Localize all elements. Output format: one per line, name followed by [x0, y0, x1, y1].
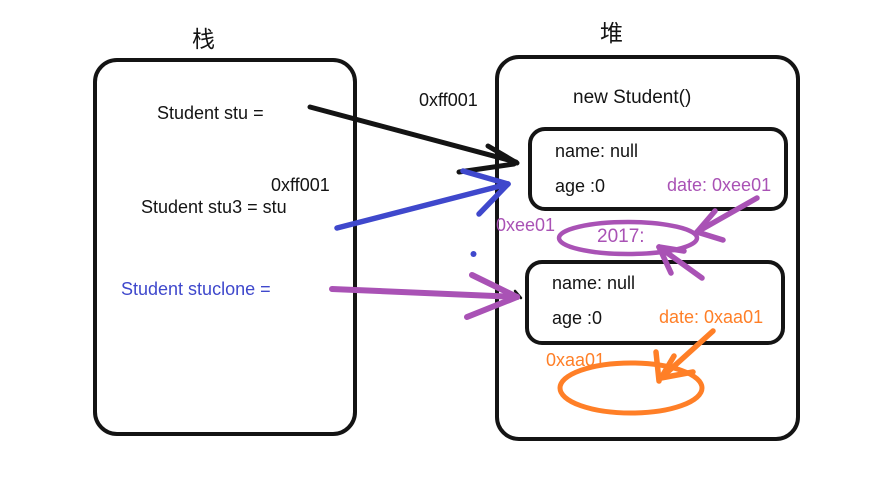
heap-region-box	[495, 55, 800, 441]
heap-title-label: 堆	[600, 20, 623, 46]
date2-address-label: 0xaa01	[546, 350, 606, 370]
date1-address-label: 0xee01	[496, 215, 556, 235]
object2-name-field-label: name: null	[552, 273, 636, 293]
object1-date-field-label: date: 0xee01	[667, 175, 772, 195]
stu3-declaration-label: Student stu3 = stu	[141, 197, 287, 217]
heap-reference-address-label: 0xff001	[419, 90, 478, 110]
stack-title-label: 栈	[192, 26, 215, 52]
stuclone-reference-arrow	[329, 272, 520, 320]
constructor-call-label: new Student()	[573, 87, 692, 108]
object1-name-field-label: name: null	[555, 141, 639, 161]
object1-age-field-label: age :0	[555, 176, 606, 196]
stu3-address-label: 0xff001	[271, 175, 330, 195]
stack-region-box	[93, 58, 357, 436]
date1-value-label: 2017:	[597, 226, 645, 247]
stray-blue-dot	[470, 251, 477, 257]
student-object-2-box	[525, 260, 785, 345]
student-object-1-box	[528, 127, 788, 211]
stu-declaration-label: Student stu =	[157, 103, 264, 123]
stuclone-declaration-label: Student stuclone =	[121, 279, 271, 299]
object2-date-field-label: date: 0xaa01	[659, 307, 764, 327]
object2-age-field-label: age :0	[552, 308, 603, 328]
stu3-reference-arrow	[334, 168, 511, 231]
